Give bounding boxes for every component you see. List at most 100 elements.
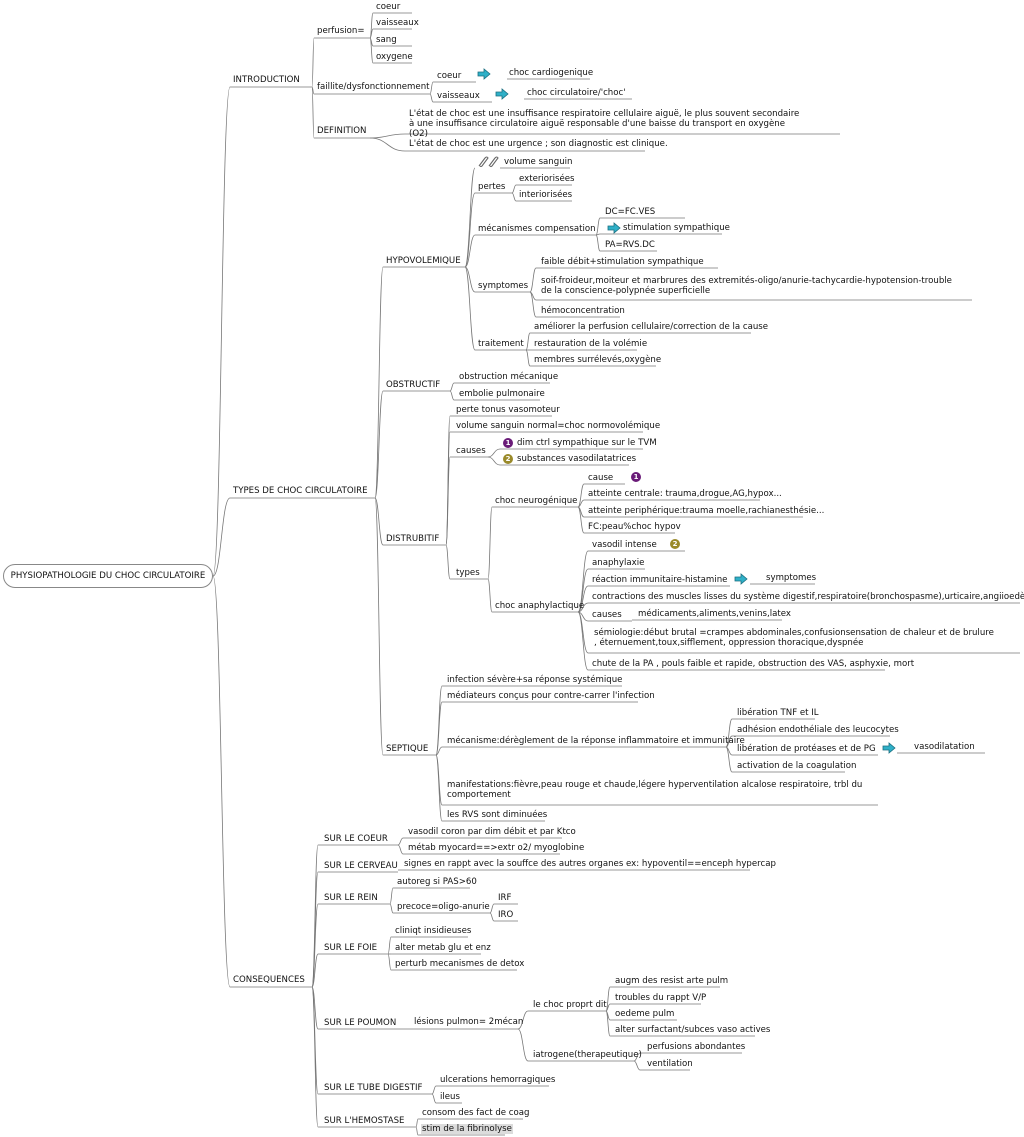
cerveau-node[interactable]: SUR LE CERVEAU (324, 861, 398, 871)
iatrogene-perfusions: perfusions abondantes (647, 1042, 746, 1052)
perte-tonus: perte tonus vasomoteur (456, 405, 560, 415)
rein-irf: IRF (498, 893, 512, 903)
propre-troubles: troubles du rappt V/P (615, 993, 707, 1003)
root-label: PHYSIOPATHOLOGIE DU CHOC CIRCULATOIRE (10, 571, 206, 581)
arrow-right-icon (477, 68, 491, 80)
propre-alter: alter surfactant/subces vaso actives (615, 1025, 771, 1035)
foie-perturb: perturb mecanismes de detox (395, 959, 525, 969)
perfusion-vaisseaux: vaisseaux (376, 18, 419, 28)
symptome-faible-debit: faible débit+stimulation sympathique (541, 257, 704, 267)
choc-neurogenique-node[interactable]: choc neurogénique (495, 496, 578, 506)
cerveau-signes: signes en rappt avec la souffce des autr… (404, 859, 776, 869)
symptomes-node[interactable]: symptomes (478, 281, 529, 291)
poumon-lesions[interactable]: lésions pulmon= 2mécan (414, 1017, 524, 1027)
pertes-interiorisees: interiorisées (519, 190, 573, 200)
arrow-right-icon (882, 742, 896, 754)
faillite-node[interactable]: faillite/dysfonctionnement (317, 82, 430, 92)
poumon-propre-node[interactable]: le choc proprt dit (533, 1000, 607, 1010)
types-node[interactable]: TYPES DE CHOC CIRCULATOIRE (233, 486, 368, 496)
perfusion-sang: sang (376, 35, 397, 45)
faillite-vaisseaux: vaisseaux (437, 91, 480, 101)
septique-manifestations: manifestations:fièvre,peau rouge et chau… (447, 780, 863, 800)
neuro-atteinte-centrale: atteinte centrale: trauma,drogue,AG,hypo… (588, 489, 782, 499)
arrow-right-icon (607, 222, 621, 234)
definition-node[interactable]: DEFINITION (317, 126, 367, 136)
ana-causes[interactable]: causes (592, 610, 622, 620)
causes-node[interactable]: causes (456, 446, 486, 456)
mecanisme-vasodilatation: vasodilatation (914, 742, 975, 752)
arrow-right-icon (734, 573, 748, 585)
rein-autoreg: autoreg si PAS>60 (397, 877, 477, 887)
traitement-node[interactable]: traitement (478, 339, 524, 349)
cause-substances: substances vasodilatatrices (517, 454, 637, 464)
neuro-cause: cause (588, 473, 614, 483)
mecanisme-pa: PA=RVS.DC (605, 240, 655, 250)
coeur-vasodil: vasodil coron par dim débit et par Ktco (408, 827, 576, 837)
septique-node[interactable]: SEPTIQUE (386, 744, 429, 754)
rein-precoce[interactable]: precoce=oligo-anurie (397, 902, 490, 912)
hypovolemique-node[interactable]: HYPOVOLEMIQUE (386, 256, 461, 266)
foie-alter: alter metab glu et enz (395, 943, 491, 953)
choc-anaphylactique-node[interactable]: choc anaphylactique (495, 601, 585, 611)
coeur-node[interactable]: SUR LE COEUR (324, 834, 388, 844)
ana-chute: chute de la PA , pouls faible et rapide,… (592, 659, 915, 669)
ana-reaction: réaction immunitaire-histamine (592, 575, 728, 585)
symptome-hemoconcentration: hémoconcentration (541, 306, 625, 316)
mecanisme-dc: DC=FC.VES (605, 207, 656, 217)
ana-causes-detail: médicaments,aliments,venins,latex (638, 609, 792, 619)
number-badge-icon: 1 (631, 472, 641, 482)
paperclip-icon (478, 156, 499, 168)
traitement-membres: membres surrélevés,oxygène (534, 355, 662, 365)
foie-node[interactable]: SUR LE FOIE (324, 943, 378, 953)
poumon-node[interactable]: SUR LE POUMON (324, 1018, 397, 1028)
arrow-right-icon (495, 88, 509, 100)
mecanisme-tnf: libération TNF et IL (737, 708, 819, 718)
septique-mediateurs: médiateurs conçus pour contre-carrer l'i… (447, 691, 655, 701)
choc-circulatoire: choc circulatoire/'choc' (527, 88, 626, 98)
definition-text-1: L'état de choc est une insuffisance resp… (409, 109, 800, 139)
tube-ulcerations: ulcerations hemorragiques (440, 1075, 556, 1085)
neuro-atteinte-peripherique: atteinte periphérique:trauma moelle,rach… (588, 506, 825, 516)
ana-anaphylaxie: anaphylaxie (592, 558, 645, 568)
rein-iro: IRO (498, 910, 514, 920)
perfusion-oxygene: oxygene (376, 52, 413, 62)
perfusion-node[interactable]: perfusion= (317, 26, 365, 36)
obstructif-node[interactable]: OBSTRUCTIF (386, 380, 441, 390)
neuro-fc: FC:peau%choc hypov (588, 522, 681, 532)
pertes-exteriorisees: exteriorisées (519, 174, 575, 184)
foie-cliniqt: cliniqt insidieuses (395, 926, 472, 936)
volume-sanguin: volume sanguin (504, 157, 573, 167)
types-subnode[interactable]: types (456, 568, 480, 578)
tube-node[interactable]: SUR LE TUBE DIGESTIF (324, 1083, 423, 1093)
mecanisme-coagulation: activation de la coagulation (737, 761, 857, 771)
introduction-node[interactable]: INTRODUCTION (233, 75, 300, 85)
distributif-node[interactable]: DISTRUBITIF (386, 534, 440, 544)
traitement-perfusion: améliorer la perfusion cellulaire/correc… (534, 322, 769, 332)
ana-contractions: contractions des muscles lisses du systè… (592, 592, 1024, 602)
embolie-pulmonaire: embolie pulmonaire (459, 389, 545, 399)
mecanisme-stimulation: stimulation sympathique (623, 223, 730, 233)
mecanisme-adhesion: adhésion endothéliale des leucocytes (737, 725, 899, 735)
definition-text-2: L'état de choc est une urgence ; son dia… (409, 139, 668, 149)
mecanisme-proteases: libération de protéases et de PG (737, 744, 876, 754)
propre-augm: augm des resist arte pulm (615, 976, 729, 986)
hemostase-node[interactable]: SUR L'HEMOSTASE (324, 1116, 405, 1126)
poumon-iatrogene-node[interactable]: iatrogene(therapeutique) (533, 1050, 642, 1060)
ana-semiologie: sémiologie:début brutal =crampes abdomin… (594, 628, 994, 648)
faillite-coeur: coeur (437, 71, 462, 81)
perfusion-coeur: coeur (376, 2, 401, 12)
hemostase-consom: consom des fact de coag (422, 1108, 530, 1118)
root-node[interactable]: PHYSIOPATHOLOGIE DU CHOC CIRCULATOIRE (3, 564, 213, 588)
hemostase-stim[interactable]: stim de la fibrinolyse (421, 1124, 513, 1134)
pertes-node[interactable]: pertes (478, 182, 506, 192)
number-badge-icon: 2 (670, 539, 680, 549)
septique-mecanisme-node[interactable]: mécanisme:dérèglement de la réponse infl… (447, 736, 745, 746)
symptome-soif: soif-froideur,moiteur et marbrures des e… (541, 276, 952, 296)
consequences-node[interactable]: CONSEQUENCES (233, 975, 305, 985)
choc-cardiogenique: choc cardiogenique (509, 68, 594, 78)
coeur-metab: métab myocard==>extr o2/ myoglobine (408, 843, 585, 853)
mecanismes-node[interactable]: mécanismes compensation (478, 224, 596, 234)
rein-node[interactable]: SUR LE REIN (324, 893, 378, 903)
